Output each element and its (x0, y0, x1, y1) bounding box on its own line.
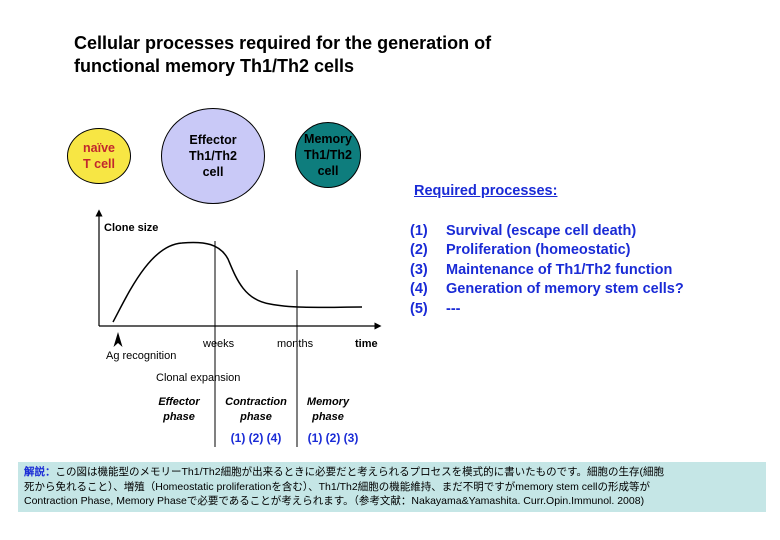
effector-cell-label-line-3: cell (202, 165, 224, 179)
effector-cell-label: Effector Th1/Th2 cell (189, 132, 237, 180)
slide-title-line-1: Cellular processes required for the gene… (74, 33, 492, 53)
list-item: (3) Maintenance of Th1/Th2 function (410, 261, 684, 280)
tick-label-months: months (277, 338, 314, 350)
slide-title: Cellular processes required for the gene… (74, 32, 634, 78)
required-processes-heading: Required processes: (414, 183, 558, 199)
y-axis-label: Clone size (104, 222, 158, 234)
list-item: (2) Proliferation (homeostatic) (410, 241, 684, 260)
process-number: (5) (410, 300, 428, 317)
list-item: (1) Survival (escape cell death) (410, 222, 684, 241)
effector-cell-label-line-1: Effector (189, 133, 237, 147)
contraction-phase-label-line-1: Contraction (225, 396, 287, 408)
explanation-note: 解説：この図は機能型のメモリーTh1/Th2細胞が出来るときに必要だと考えられる… (18, 462, 766, 512)
process-text: Maintenance of Th1/Th2 function (446, 261, 673, 278)
process-number: (4) (410, 281, 428, 298)
explanation-lead: 解説： (24, 466, 56, 478)
slide-title-line-2: functional memory Th1/Th2 cells (74, 56, 355, 76)
ag-recognition-label: Ag recognition (106, 350, 176, 362)
naive-t-cell-label: naïve T cell (83, 140, 115, 172)
memory-cell-label: Memory Th1/Th2 cell (304, 131, 352, 179)
effector-cell-circle: Effector Th1/Th2 cell (161, 108, 265, 204)
memory-phase-label-line-1: Memory (307, 396, 350, 408)
explanation-line-3: Contraction Phase, Memory Phaseで必要であることが… (24, 495, 645, 507)
naive-t-cell-label-line-2: T cell (83, 157, 115, 171)
clone-size-curve (112, 241, 363, 323)
memory-cell-label-line-3: cell (317, 164, 339, 178)
process-text: Proliferation (homeostatic) (446, 242, 631, 259)
x-axis-label: time (355, 338, 378, 350)
contraction-process-refs: (1) (2) (4) (231, 431, 282, 445)
clone-size-diagram: Clone size time weeks months Ag recognit… (95, 209, 382, 447)
effector-phase-label-line-2: phase (162, 411, 195, 423)
ag-recognition-arrow-icon (113, 332, 123, 347)
memory-phase-label-line-2: phase (311, 411, 344, 423)
list-item: (4) Generation of memory stem cells? (410, 280, 684, 299)
tick-label-weeks: weeks (202, 338, 235, 350)
naive-t-cell-label-line-1: naïve (83, 141, 115, 155)
explanation-text-1: この図は機能型のメモリーTh1/Th2細胞が出来るときに必要だと考えられるプロセ… (55, 466, 665, 478)
memory-cell-circle: Memory Th1/Th2 cell (295, 122, 361, 188)
explanation-line-2: 死から免れること）、増殖（Homeostatic proliferationを含… (24, 480, 650, 493)
effector-phase-label-line-1: Effector (158, 396, 200, 408)
process-text: Survival (escape cell death) (446, 223, 637, 239)
memory-cell-label-line-1: Memory (304, 132, 352, 146)
clonal-expansion-label: Clonal expansion (156, 372, 240, 384)
process-number: (2) (410, 242, 428, 259)
list-item: (5) --- (410, 300, 684, 319)
explanation-line-1: 解説：この図は機能型のメモリーTh1/Th2細胞が出来るときに必要だと考えられる… (24, 465, 760, 480)
process-text: --- (446, 300, 461, 317)
memory-process-refs: (1) (2) (3) (308, 431, 359, 445)
required-processes-list: (1) Survival (escape cell death) (2) Proli… (410, 222, 684, 319)
naive-t-cell-circle: naïve T cell (67, 128, 131, 184)
process-number: (3) (410, 261, 428, 278)
process-number: (1) (410, 223, 428, 239)
effector-cell-label-line-2: Th1/Th2 (189, 149, 237, 163)
contraction-phase-label-line-2: phase (239, 411, 272, 423)
process-text: Generation of memory stem cells? (446, 281, 684, 298)
memory-cell-label-line-2: Th1/Th2 (304, 148, 352, 162)
